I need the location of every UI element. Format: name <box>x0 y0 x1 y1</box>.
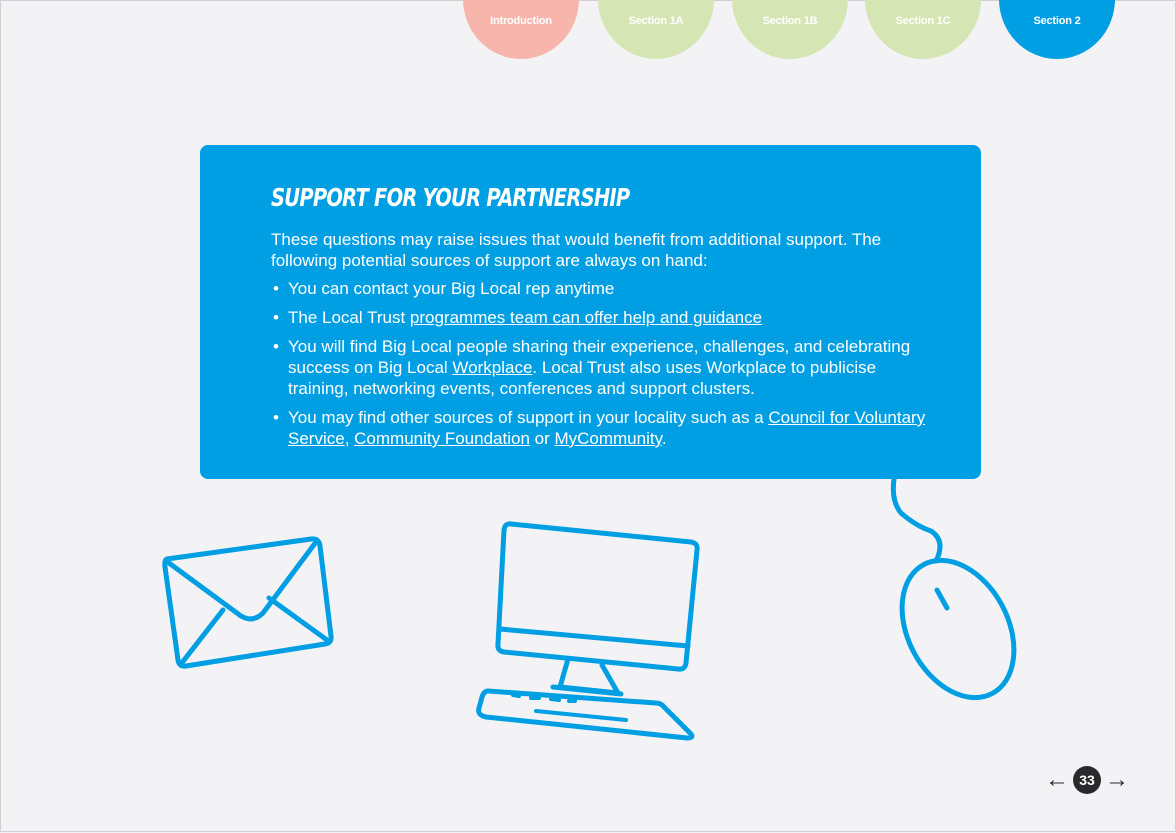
support-panel: SUPPORT FOR YOUR PARTNERSHIP These quest… <box>200 145 981 479</box>
panel-intro: These questions may raise issues that wo… <box>271 230 882 270</box>
page-number: 33 <box>1073 766 1101 794</box>
list-item: You will find Big Local people sharing t… <box>271 336 931 399</box>
programmes-team-link[interactable]: programmes team can offer help and guida… <box>409 308 763 327</box>
workplace-link[interactable]: Workplace <box>452 358 533 377</box>
list-item-text: You can contact your Big Local rep anyti… <box>288 279 615 298</box>
separator: , <box>344 429 355 448</box>
mycommunity-link[interactable]: MyCommunity <box>554 429 662 448</box>
list-item: You may find other sources of support in… <box>271 407 931 449</box>
list-item-text: You will find Big Local people sharing t… <box>288 337 911 377</box>
prev-page-arrow-icon[interactable]: ← <box>1045 766 1069 793</box>
envelope-icon <box>162 536 334 669</box>
computer-icon <box>476 521 700 741</box>
list-item-text: The Local Trust <box>288 308 410 327</box>
panel-title: SUPPORT FOR YOUR PARTNERSHIP <box>271 183 630 212</box>
next-page-arrow-icon[interactable]: → <box>1105 766 1129 793</box>
mouse-icon <box>890 476 1017 701</box>
list-item-text: You may find other sources of support in… <box>288 408 769 427</box>
pager: ← 33 → <box>1045 766 1129 794</box>
list-item: You can contact your Big Local rep anyti… <box>271 278 931 299</box>
community-foundation-link[interactable]: Community Foundation <box>354 429 530 448</box>
cvs-link[interactable]: Council for Voluntary Service <box>288 408 926 448</box>
list-item: The Local Trust programmes team can offe… <box>271 307 931 328</box>
support-list: You can contact your Big Local rep anyti… <box>271 278 931 457</box>
conjunction: or <box>529 429 555 448</box>
period: . <box>661 429 667 448</box>
list-item-text: . Local Trust also uses Workplace to pub… <box>288 358 877 398</box>
